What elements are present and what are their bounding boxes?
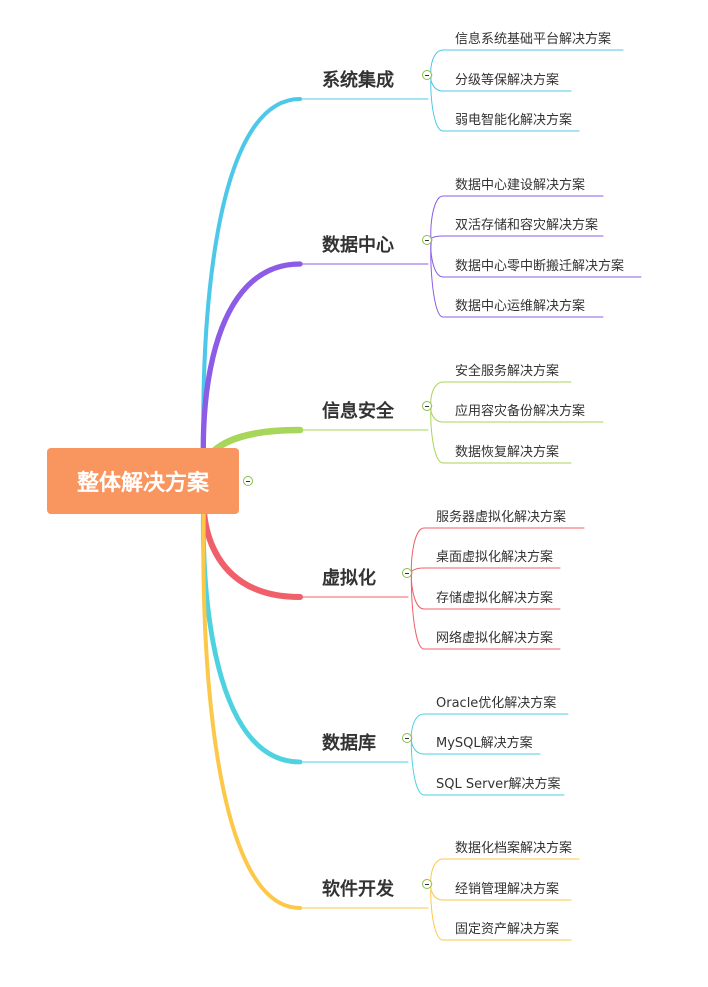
collapse-icon[interactable] [402, 733, 412, 743]
root-topic[interactable]: 整体解决方案 [47, 448, 239, 514]
collapse-icon[interactable] [402, 568, 412, 578]
root-collapse-icon[interactable] [243, 476, 253, 486]
leaf-topic[interactable]: 弱电智能化解决方案 [455, 113, 573, 128]
leaf-topic[interactable]: 数据化档案解决方案 [455, 841, 573, 856]
leaf-topic[interactable]: SQL Server解决方案 [436, 777, 561, 792]
leaf-topic[interactable]: 固定资产解决方案 [455, 922, 560, 937]
leaf-topic[interactable]: 分级等保解决方案 [455, 73, 560, 88]
leaf-topic[interactable]: 桌面虚拟化解决方案 [436, 550, 554, 565]
collapse-icon[interactable] [422, 70, 432, 80]
branch-topic[interactable]: 系统集成 [322, 70, 394, 91]
branch-connector [201, 96, 303, 484]
leaf-topic[interactable]: MySQL解决方案 [436, 736, 533, 751]
branch-topic[interactable]: 数据库 [322, 733, 376, 754]
leaf-topic[interactable]: 数据恢复解决方案 [455, 445, 560, 460]
collapse-icon[interactable] [422, 879, 432, 889]
leaf-topic[interactable]: 服务器虚拟化解决方案 [436, 510, 567, 525]
leaf-topic[interactable]: 网络虚拟化解决方案 [436, 631, 554, 646]
branch-topic[interactable]: 虚拟化 [322, 568, 376, 589]
leaf-topic[interactable]: 数据中心建设解决方案 [455, 178, 586, 193]
leaf-topic[interactable]: 存储虚拟化解决方案 [436, 591, 554, 606]
leaf-connector [430, 239, 604, 318]
leaf-topic[interactable]: 信息系统基础平台解决方案 [455, 32, 612, 47]
leaf-topic[interactable]: 数据中心运维解决方案 [455, 299, 586, 314]
branch-topic[interactable]: 信息安全 [322, 401, 394, 422]
branch-topic[interactable]: 软件开发 [322, 879, 394, 900]
branch-topic[interactable]: 数据中心 [322, 235, 394, 256]
leaf-topic[interactable]: 经销管理解决方案 [455, 882, 560, 897]
leaf-topic[interactable]: 安全服务解决方案 [455, 364, 560, 379]
collapse-icon[interactable] [422, 235, 432, 245]
leaf-topic[interactable]: Oracle优化解决方案 [436, 696, 557, 711]
leaf-connector [410, 567, 561, 574]
root-topic-label: 整体解决方案 [76, 471, 209, 496]
branch-connector [200, 478, 303, 765]
collapse-icon[interactable] [422, 401, 432, 411]
leaf-topic[interactable]: 应用容灾备份解决方案 [455, 404, 586, 419]
leaf-topic[interactable]: 双活存储和容灾解决方案 [455, 218, 599, 233]
leaf-connector [410, 572, 561, 650]
leaf-topic[interactable]: 数据中心零中断搬迁解决方案 [455, 259, 625, 274]
leaf-connector [430, 235, 604, 241]
branch-connector [201, 479, 302, 910]
